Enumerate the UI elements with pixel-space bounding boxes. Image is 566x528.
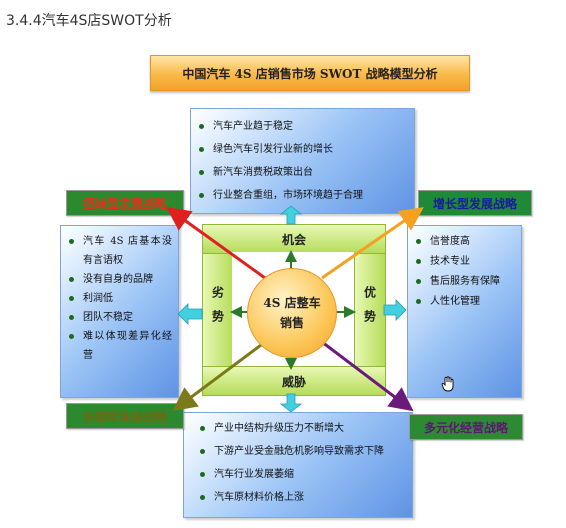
list-item: 团队不稳定 [61,308,178,327]
bullet-icon [69,315,74,320]
bullet-icon [200,495,205,500]
list-item: 下游产业受金融危机影响导致需求下降 [184,440,412,463]
bullet-icon [416,279,421,284]
diagram-title: 中国汽车 4S 店销售市场 SWOT 战略模型分析 [150,55,470,91]
list-item: 信誉度高 [408,232,521,252]
strategy-reverse-label: 扭转型发展战略 [66,190,184,216]
list-item: 技术专业 [408,252,521,272]
list-item: 售后服务有保障 [408,272,521,292]
list-item: 产业中结构升级压力不断增大 [184,417,412,440]
bullet-icon [69,296,74,301]
center-label: 4S 店整车销售 [263,296,321,330]
list-item: 难以体现差异化经营 [61,327,178,365]
opportunities-box: 汽车产业趋于稳定 绿色汽车引发行业新的增长 新汽车消费税政策出台 行业整合重组，… [190,108,415,214]
list-item: 绿色汽车引发行业新的增长 [191,138,414,161]
threats-box: 产业中结构升级压力不断增大 下游产业受金融危机影响导致需求下降 汽车行业发展萎缩… [183,412,413,518]
strategy-growth-label: 增长型发展战略 [418,190,532,216]
list-item: 行业整合重组，市场环境趋于合理 [191,184,414,207]
list-item: 汽车 4S 店基本没有言语权 [61,232,178,270]
bullet-icon [69,277,74,282]
block-arrow-left [177,303,203,325]
bullet-icon [416,259,421,264]
list-item: 汽车产业趋于稳定 [191,115,414,138]
growth-strategy-arrow [321,207,424,280]
list-item: 没有自身的品牌 [61,270,178,289]
bullet-icon [199,170,204,175]
strategy-defensive-label: 防御型发展战略 [66,403,184,429]
center-circle: 4S 店整车销售 [247,268,337,358]
bullet-icon [200,426,205,431]
block-arrow-right [383,299,407,321]
strategy-diverse-label: 多元化经营战略 [409,414,523,440]
hand-cursor-icon [441,376,455,396]
bullet-icon [199,124,204,129]
list-item: 人性化管理 [408,292,521,312]
list-item: 汽车原材料价格上涨 [184,486,412,509]
page-heading: 3.4.4汽车4S店SWOT分析 [6,13,172,29]
list-item: 汽车行业发展萎缩 [184,463,412,486]
bullet-icon [200,449,205,454]
weaknesses-box: 汽车 4S 店基本没有言语权 没有自身的品牌 利润低 团队不稳定 难以体现差异化… [60,225,179,398]
bullet-icon [69,239,74,244]
diverse-strategy-arrow [321,340,414,412]
bullet-icon [199,147,204,152]
list-item: 新汽车消费税政策出台 [191,161,414,184]
block-arrow-up [279,205,303,225]
reverse-strategy-arrow [166,206,266,280]
list-item: 利润低 [61,289,178,308]
bullet-icon [200,472,205,477]
defensive-strategy-arrow [172,340,266,412]
bullet-icon [69,334,74,339]
block-arrow-down [279,393,303,413]
strengths-box: 信誉度高 技术专业 售后服务有保障 人性化管理 [407,225,522,398]
bullet-icon [416,239,421,244]
bullet-icon [416,299,421,304]
bullet-icon [199,193,204,198]
